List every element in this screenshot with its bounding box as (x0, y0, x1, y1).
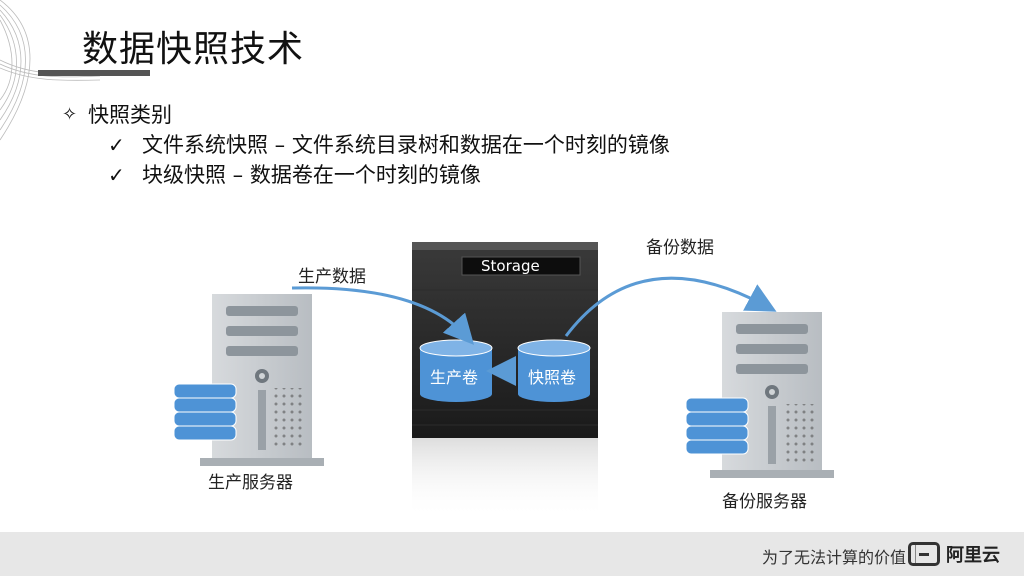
backup-data-arrow (564, 276, 777, 337)
footer-bar: 为了无法计算的价值 阿里云 (0, 532, 1024, 576)
storage-label: Storage (481, 257, 540, 275)
footer-divider (915, 543, 916, 565)
aliyun-logo-icon (908, 542, 940, 566)
page-title: 数据快照技术 (82, 29, 305, 70)
title-underline (38, 70, 150, 76)
production-data-label: 生产数据 (298, 267, 366, 287)
storage-array (412, 242, 598, 518)
snapshot-volume-label: 快照卷 (528, 368, 577, 387)
check-icon: ✓ (108, 133, 125, 157)
sub-bullet-1-text: 文件系统快照 – 文件系统目录树和数据在一个时刻的镜像 (142, 133, 670, 157)
sub-bullet-2: ✓ 块级快照 – 数据卷在一个时刻的镜像 (108, 160, 670, 190)
bullet-main-text: 快照类别 (88, 103, 172, 127)
bullet-list: ✧ 快照类别 ✓ 文件系统快照 – 文件系统目录树和数据在一个时刻的镜像 ✓ 块… (62, 100, 670, 190)
backup-server-label: 备份服务器 (722, 492, 807, 512)
backup-data-label: 备份数据 (646, 238, 714, 258)
production-data-arrow (291, 286, 475, 345)
sub-bullet-1: ✓ 文件系统快照 – 文件系统目录树和数据在一个时刻的镜像 (108, 130, 670, 160)
brand-logo: 阿里云 (908, 541, 1000, 567)
bullet-main: ✧ 快照类别 (62, 100, 670, 130)
brand-name: 阿里云 (946, 545, 1000, 566)
sub-bullet-2-text: 块级快照 – 数据卷在一个时刻的镜像 (142, 163, 481, 187)
production-volume-label: 生产卷 (430, 368, 479, 387)
check-icon: ✓ (108, 163, 125, 187)
production-server-label: 生产服务器 (208, 473, 293, 493)
backup-disk-stack (685, 397, 749, 455)
snapshot-volume-cylinder (517, 339, 591, 402)
footer-slogan: 为了无法计算的价值 (761, 548, 906, 567)
production-volume-cylinder (419, 339, 493, 402)
star-bullet-icon: ✧ (62, 104, 78, 125)
production-disk-stack (173, 383, 237, 441)
